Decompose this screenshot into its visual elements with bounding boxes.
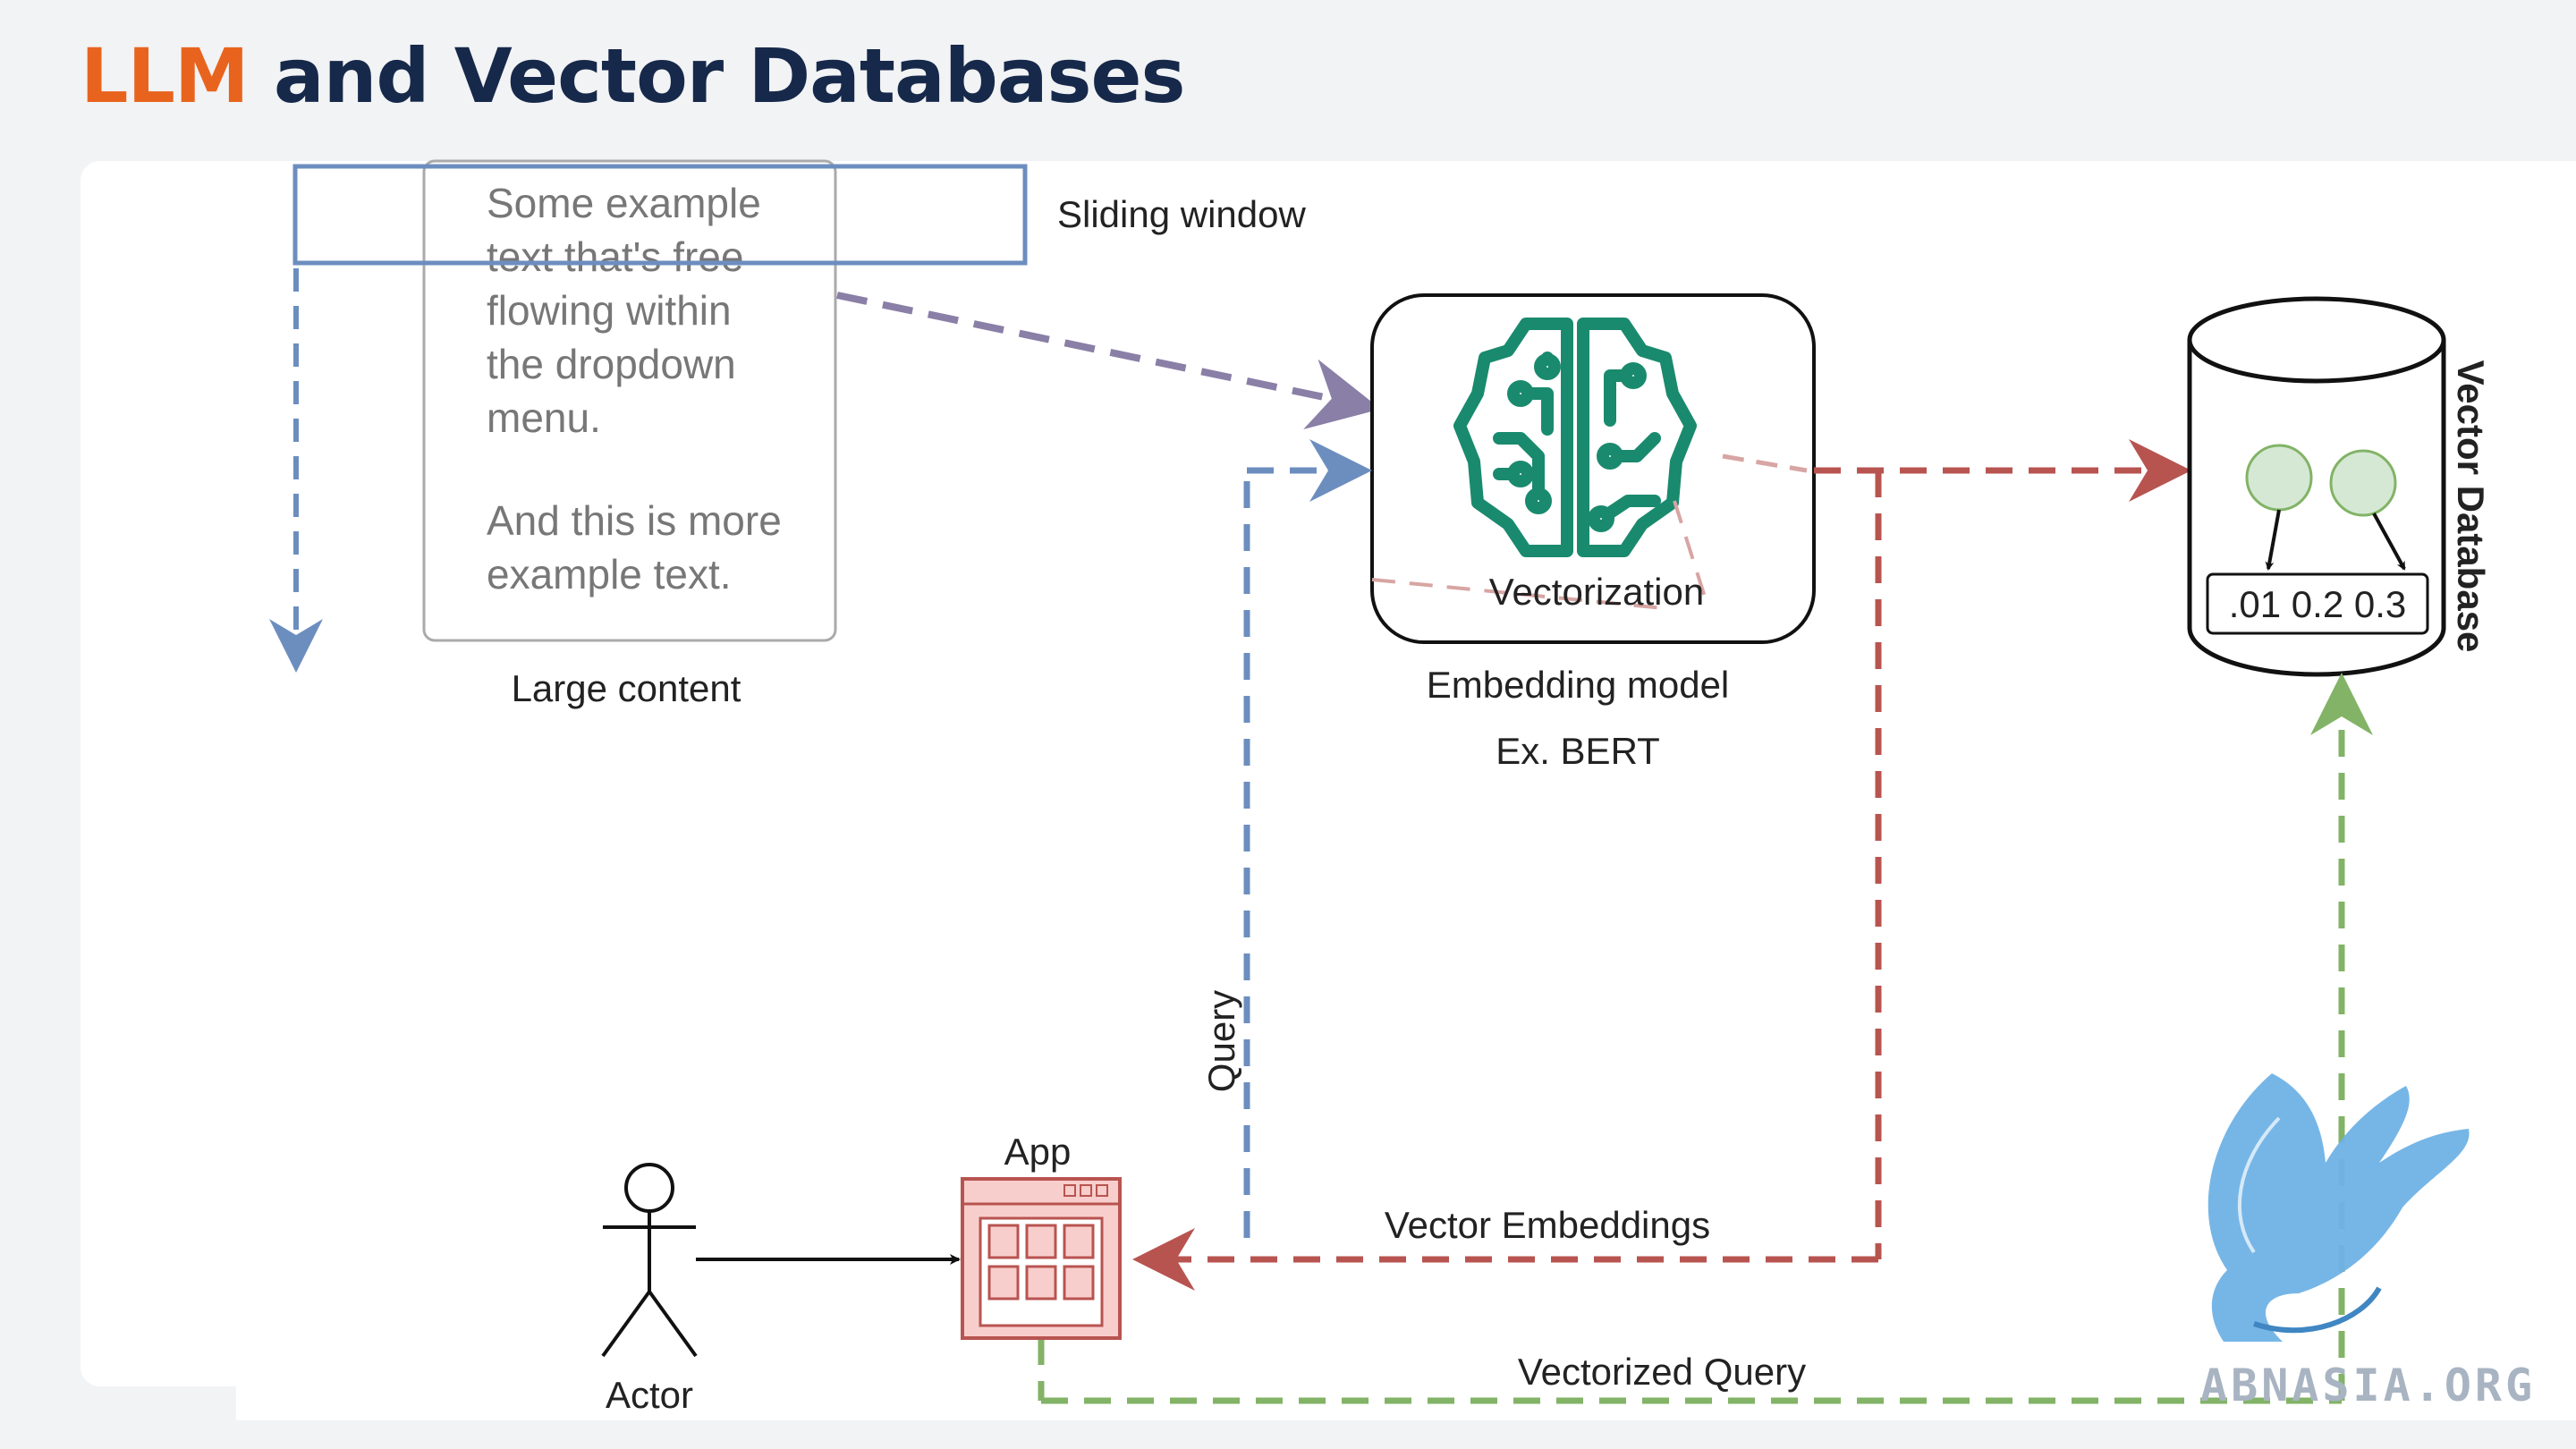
app-label: App bbox=[1004, 1131, 1072, 1173]
watermark-text: ABNASIA.ORG bbox=[2200, 1360, 2536, 1411]
griffin-logo bbox=[2207, 1073, 2470, 1342]
vector-node bbox=[2245, 444, 2313, 512]
vectorized-query-label: Vectorized Query bbox=[1518, 1351, 1806, 1393]
node-arrow bbox=[2265, 509, 2281, 571]
vectorization-label: Vectorization bbox=[1489, 571, 1704, 613]
vector-node bbox=[2329, 449, 2397, 517]
model-inner-dash bbox=[1371, 578, 1665, 610]
vector-values-box bbox=[2206, 572, 2429, 635]
dropdown-line: text that's free bbox=[487, 233, 743, 280]
large-content-label: Large content bbox=[512, 667, 741, 709]
brain-icon bbox=[1453, 318, 1697, 557]
model-out-dash bbox=[1722, 453, 1808, 473]
actor-label: Actor bbox=[606, 1374, 693, 1416]
dropdown-box bbox=[422, 159, 837, 642]
page-title: LLM and Vector Databases bbox=[80, 32, 1186, 120]
vector-embeddings-label: Vector Embeddings bbox=[1385, 1204, 1710, 1246]
title-accent: LLM bbox=[80, 32, 250, 120]
dropdown-line: example text. bbox=[487, 551, 732, 597]
dropdown-line: menu. bbox=[487, 394, 601, 441]
content-to-model-arrow bbox=[836, 292, 1381, 430]
dropdown-line: Some example bbox=[487, 180, 761, 226]
example-model-label: Ex. BERT bbox=[1496, 730, 1660, 772]
node-arrow bbox=[2372, 513, 2406, 571]
sliding-window-box bbox=[292, 164, 1028, 266]
vector-database-label: Vector Database bbox=[2450, 360, 2492, 653]
dropdown-line: the dropdown bbox=[487, 341, 736, 387]
vector-values: .01 0.2 0.3 bbox=[2229, 583, 2407, 625]
sliding-window-label: Sliding window bbox=[1057, 193, 1306, 235]
dropdown-line: flowing within bbox=[487, 287, 732, 334]
title-rest: and Vector Databases bbox=[248, 32, 1186, 120]
model-inner-dash-2 bbox=[1673, 500, 1710, 609]
dropdown-line: And this is more bbox=[487, 497, 782, 544]
actor-icon bbox=[601, 1163, 698, 1358]
embedding-model-label: Embedding model bbox=[1427, 664, 1730, 706]
content-panel-extension bbox=[236, 1342, 2576, 1420]
app-icon bbox=[961, 1177, 1122, 1340]
query-label: Query bbox=[1200, 990, 1242, 1092]
